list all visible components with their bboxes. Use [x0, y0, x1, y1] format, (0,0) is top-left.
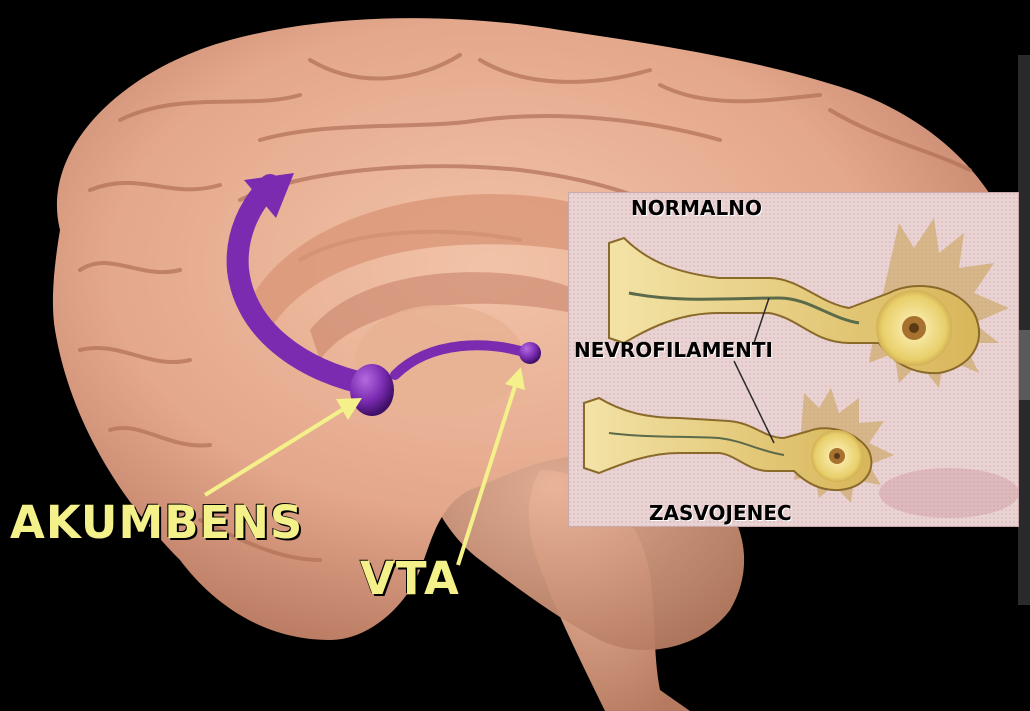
label-nucleus-accumbens: AKUMBENS: [10, 500, 303, 545]
inset-label-normal: NORMALNO: [631, 198, 762, 218]
nucleus-accumbens-node: [350, 364, 394, 416]
inset-label-neurofilaments: NEVROFILAMENTI: [574, 340, 773, 360]
inset-label-addict: ZASVOJENEC: [649, 503, 792, 523]
label-vta: VTA: [360, 556, 460, 601]
neuron-comparison-inset: NORMALNO NEVROFILAMENTI ZASVOJENEC: [569, 193, 1018, 526]
vta-node: [519, 342, 541, 364]
